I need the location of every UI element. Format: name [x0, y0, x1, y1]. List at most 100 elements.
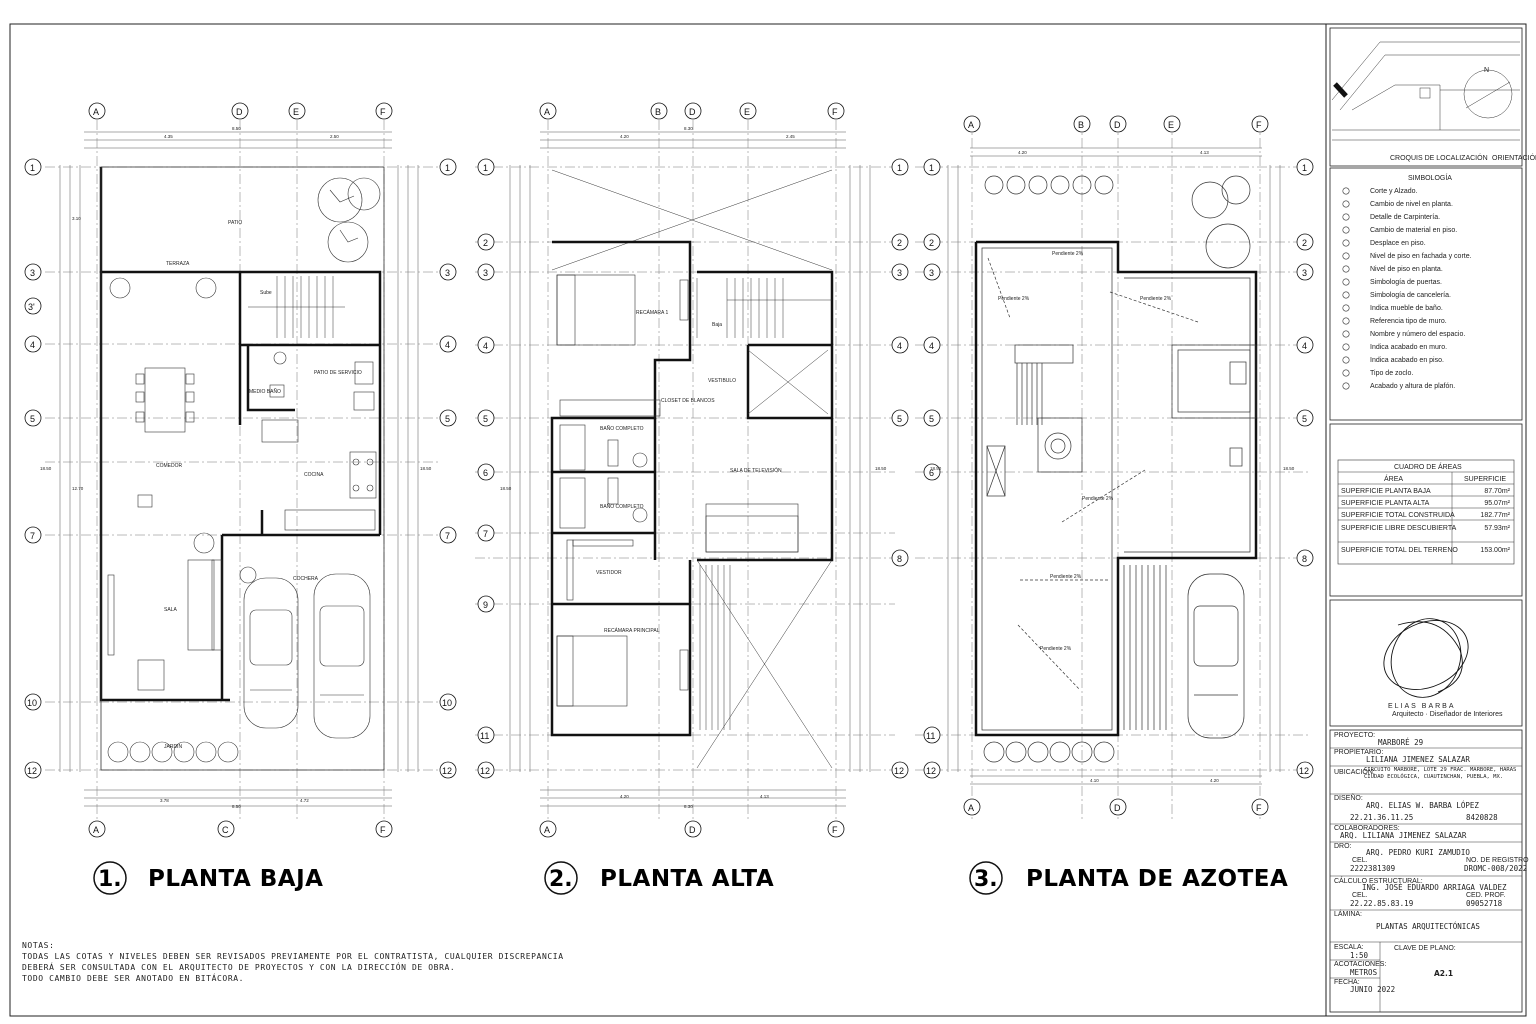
label-recamara-1: RECÁMARA 1: [636, 309, 668, 316]
tb-escala: 1:50: [1350, 951, 1369, 960]
svg-text:N: N: [1484, 67, 1489, 74]
svg-text:4.20: 4.20: [620, 794, 629, 799]
tb-diseno-tel: 22.21.36.11.25: [1350, 813, 1413, 822]
svg-text:4.20: 4.20: [1210, 778, 1219, 783]
symbology-legend: SIMBOLOGÍA Corte y Alzado.Cambio de nive…: [1329, 167, 1523, 421]
svg-text:F: F: [1256, 803, 1262, 813]
legend-item: Simbología de cancelería.: [1370, 292, 1451, 299]
svg-text:5: 5: [897, 414, 902, 424]
svg-text:4: 4: [483, 341, 488, 351]
label-sala: SALA: [164, 607, 177, 613]
svg-text:12: 12: [1299, 766, 1309, 776]
svg-text:1: 1: [929, 163, 934, 173]
svg-text:B: B: [655, 107, 661, 117]
legend-symbol: [1342, 382, 1350, 390]
notes-title: NOTAS:: [22, 941, 55, 950]
svg-text:A: A: [968, 803, 974, 813]
areas-table: CUADRO DE ÁREAS ÁREA SUPERFICIE SUPERFIC…: [1329, 423, 1523, 597]
tb-proyecto-label: PROYECTO:: [1334, 732, 1375, 739]
svg-text:3': 3': [28, 302, 35, 312]
area-name: SUPERFICIE TOTAL CONSTRUIDA: [1341, 512, 1455, 519]
svg-text:8.30: 8.30: [684, 126, 693, 131]
svg-text:11: 11: [480, 731, 489, 741]
tb-propietario-label: PROPIETARIO:: [1334, 749, 1383, 756]
svg-text:3: 3: [483, 268, 488, 278]
svg-text:B: B: [1078, 120, 1084, 130]
legend-symbol: [1342, 356, 1350, 364]
label-vestibulo: VESTIBULO: [708, 378, 736, 384]
legend-item: Indica acabado en piso.: [1370, 357, 1444, 364]
plan-1-title: PLANTA BAJA: [148, 866, 323, 892]
label-vestidor: VESTIDOR: [596, 570, 622, 576]
svg-text:4.72: 4.72: [300, 798, 309, 803]
svg-text:5: 5: [483, 414, 488, 424]
svg-text:3: 3: [897, 268, 902, 278]
notes-line-1: TODAS LAS COTAS Y NIVELES DEBEN SER REVI…: [22, 952, 564, 961]
tb-fecha: JUNIO 2022: [1350, 985, 1395, 994]
legend-item: Desplace en piso.: [1370, 240, 1426, 247]
svg-text:1: 1: [30, 163, 35, 173]
svg-text:D: D: [236, 107, 243, 117]
svg-text:18.50: 18.50: [930, 466, 942, 471]
plan-3-title: PLANTA DE AZOTEA: [1026, 866, 1288, 892]
svg-text:1: 1: [897, 163, 902, 173]
label-pendiente-6: Pendiente 2%: [1040, 646, 1072, 652]
tb-estructural-ced: 09052718: [1466, 899, 1503, 908]
tb-ubicacion: CIRCUITO MARBORÉ, LOTE 29 FRAC. MARBORÉ,…: [1364, 767, 1517, 780]
svg-text:2: 2: [897, 238, 902, 248]
legend-symbol: [1342, 252, 1350, 260]
svg-text:2.45: 2.45: [786, 134, 795, 139]
legend-item: Cambio de nivel en planta.: [1370, 201, 1453, 208]
svg-text:10: 10: [442, 698, 452, 708]
legend-item: Nombre y número del espacio.: [1370, 331, 1465, 338]
tb-clave: A2.1: [1434, 969, 1453, 978]
svg-text:2: 2: [1302, 238, 1307, 248]
tb-diseno-label: DISEÑO:: [1334, 793, 1363, 802]
notes-line-3: TODO CAMBIO DEBE SER ANOTADO EN BITÁCORA…: [22, 974, 245, 983]
svg-text:F: F: [380, 825, 386, 835]
plan-planta-azotea: Pendiente 2% Pendiente 2% Pendiente 2% P…: [915, 115, 1314, 820]
tb-colaboradores-label: COLABORADORES:: [1334, 825, 1400, 832]
svg-text:A: A: [544, 107, 550, 117]
svg-text:D: D: [689, 107, 696, 117]
tb-diseno: ARQ. ELIAS W. BARBA LÓPEZ: [1366, 801, 1479, 810]
svg-text:4.35: 4.35: [164, 134, 173, 139]
tb-estructural-ced-label: CED. PROF.: [1466, 892, 1505, 899]
location-header: CROQUIS DE LOCALIZACIÓN: [1390, 153, 1488, 162]
svg-text:3: 3: [1302, 268, 1307, 278]
tb-escala-label: ESCALA:: [1334, 944, 1364, 951]
tb-acotaciones-label: ACOTACIONES:: [1334, 961, 1386, 968]
label-sube: Sube: [260, 290, 272, 296]
svg-text:18.50: 18.50: [875, 466, 887, 471]
legend-symbol: [1342, 369, 1350, 377]
logo-tagline: Arquitecto · Diseñador de Interiores: [1392, 711, 1503, 718]
notes-line-2: DEBERÁ SER CONSULTADA CON EL ARQUITECTO …: [22, 963, 456, 972]
svg-text:12: 12: [894, 766, 904, 776]
svg-text:2: 2: [483, 238, 488, 248]
area-name: SUPERFICIE LIBRE DESCUBIERTA: [1341, 525, 1457, 532]
svg-text:8.50: 8.50: [232, 804, 241, 809]
tb-clave-label: CLAVE DE PLANO:: [1394, 945, 1456, 952]
legend-item: Nivel de piso en fachada y corte.: [1370, 253, 1472, 260]
svg-text:A: A: [93, 107, 99, 117]
svg-text:18.50: 18.50: [1283, 466, 1295, 471]
label-bano-2: BAÑO COMPLETO: [600, 503, 644, 510]
svg-text:2: 2: [929, 238, 934, 248]
legend-symbol: [1342, 291, 1350, 299]
svg-text:18.50: 18.50: [40, 466, 52, 471]
svg-text:5: 5: [445, 414, 450, 424]
logo: ELIAS BARBA Arquitecto · Diseñador de In…: [1329, 599, 1523, 727]
svg-text:12: 12: [926, 766, 936, 776]
area-value: 57.93m²: [1484, 525, 1510, 532]
legend-symbol: [1342, 265, 1350, 273]
svg-text:4.10: 4.10: [1090, 778, 1099, 783]
orientation-header: ORIENTACIÓN: [1492, 153, 1536, 162]
svg-text:12.70: 12.70: [72, 486, 84, 491]
tb-dro-label: DRO:: [1334, 843, 1352, 850]
svg-text:F: F: [1256, 120, 1262, 130]
area-value: 153.00m²: [1480, 547, 1510, 554]
plan-2-number: 2.: [549, 867, 573, 892]
label-comedor: COMEDOR: [156, 463, 183, 469]
svg-text:4: 4: [1302, 341, 1307, 351]
